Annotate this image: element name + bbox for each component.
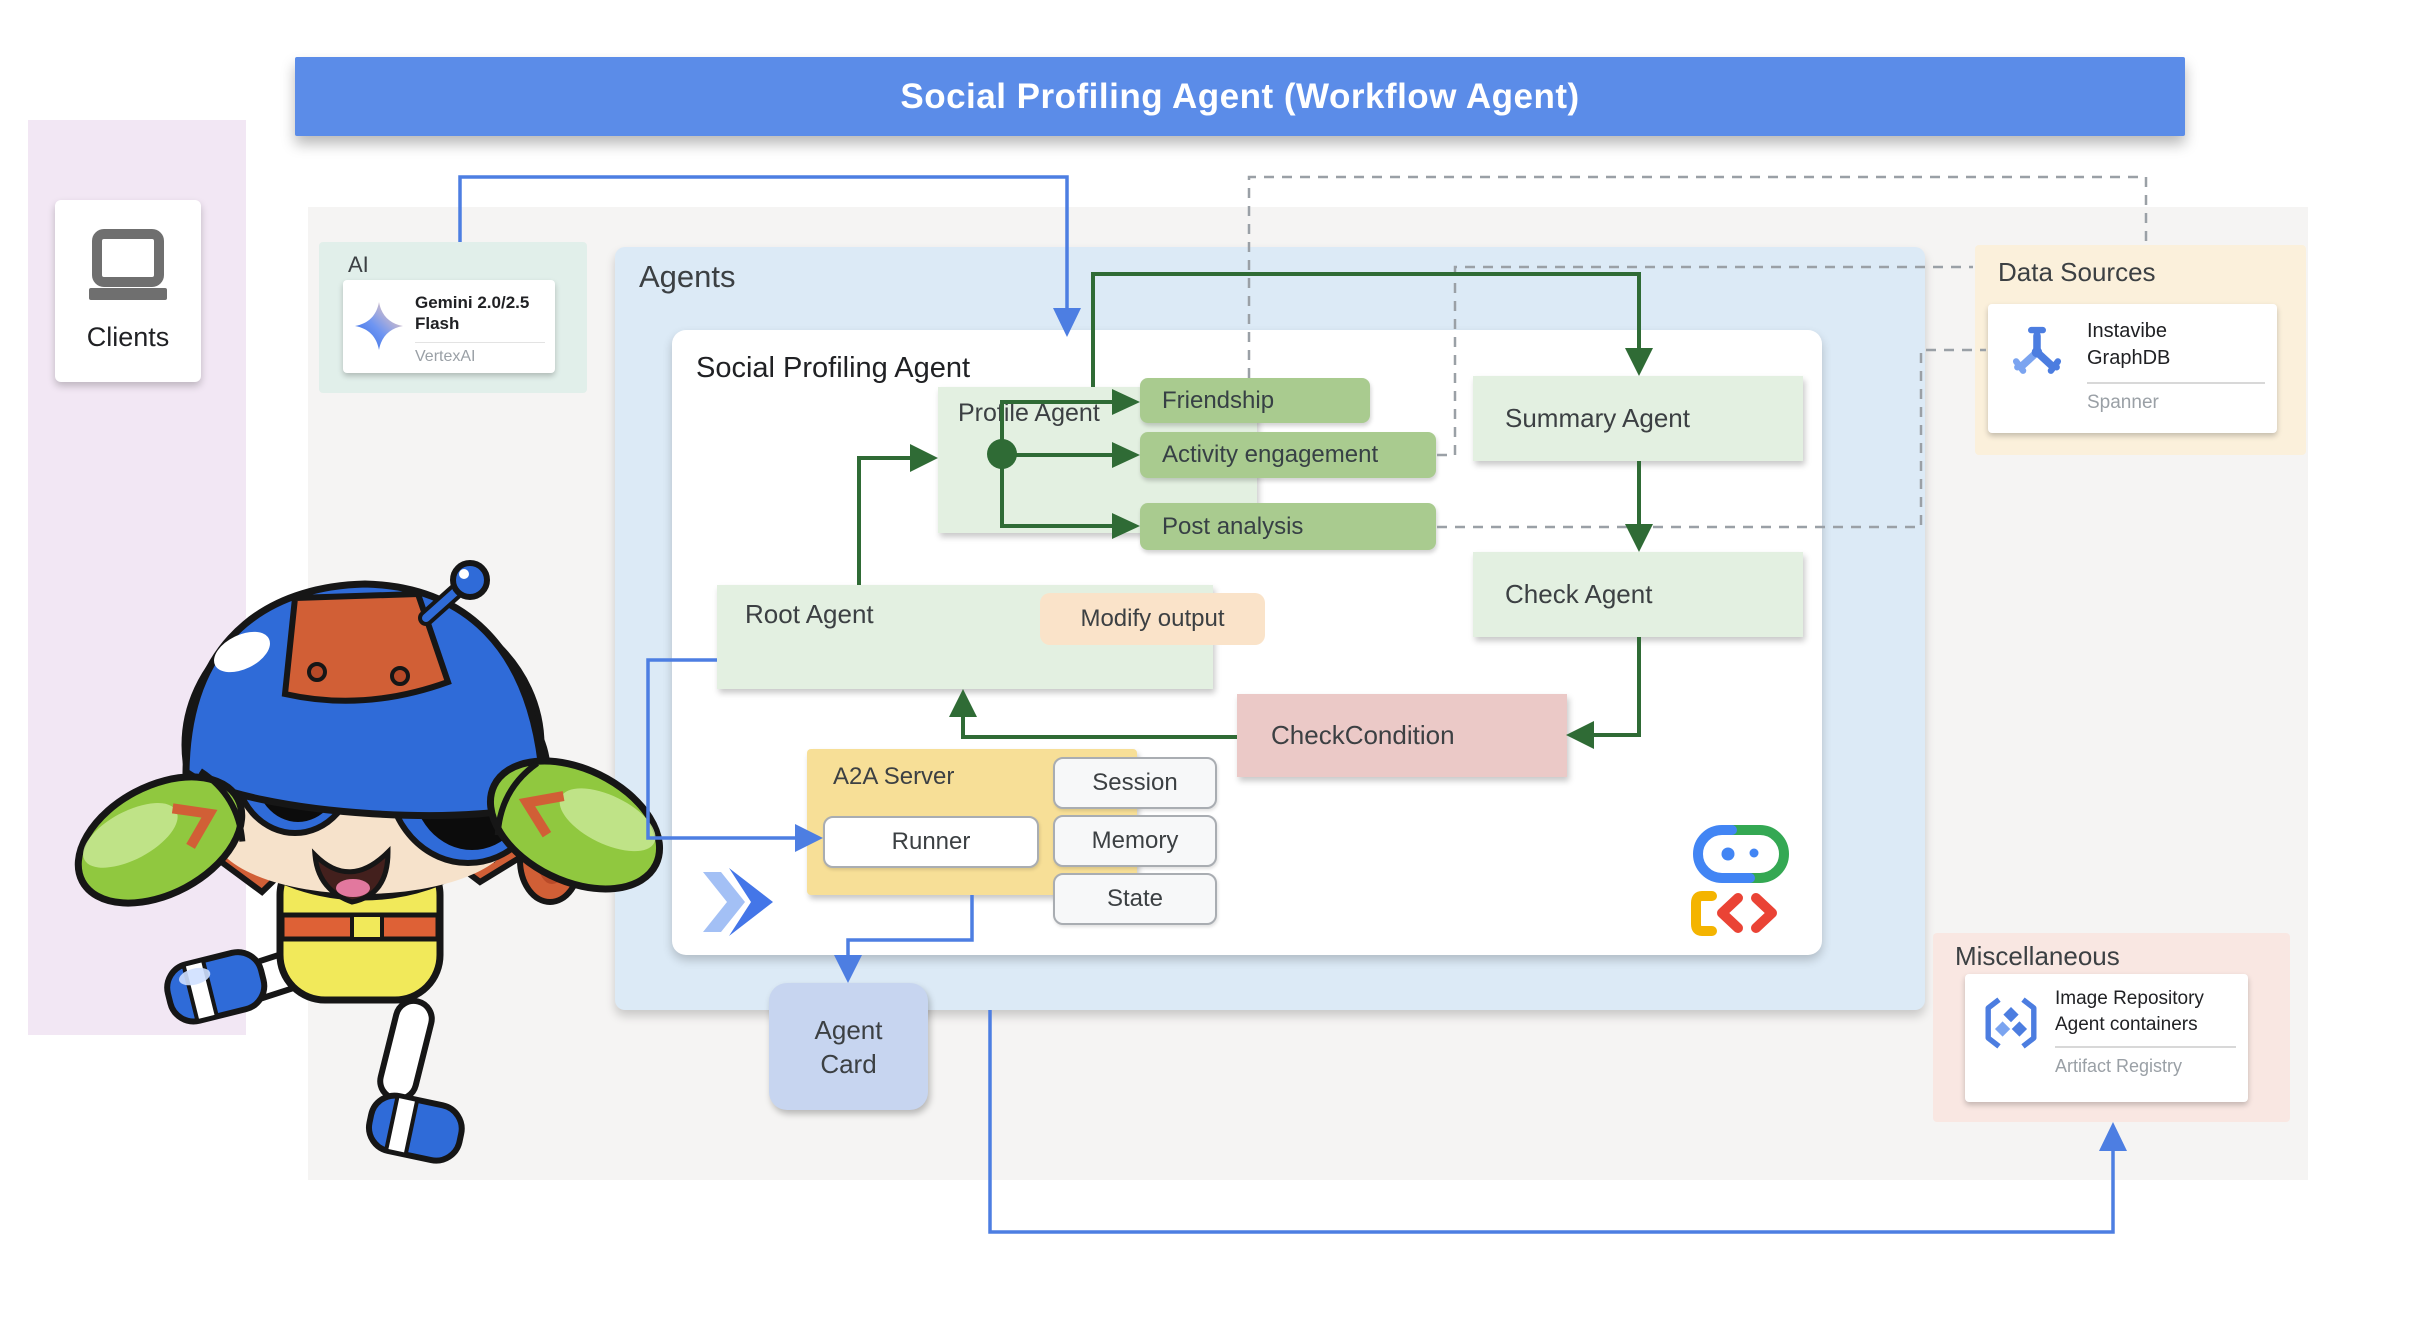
adk-robot-logo: [1688, 820, 1798, 943]
task-chip-activity-engagement: Activity engagement: [1140, 432, 1436, 478]
divider: [415, 342, 545, 343]
laptop-icon: [83, 228, 173, 319]
check-condition-label: CheckCondition: [1271, 720, 1455, 750]
check-condition-box: CheckCondition: [1237, 694, 1567, 777]
runner-box: Runner: [823, 816, 1039, 868]
summary-agent-label: Summary Agent: [1505, 403, 1690, 433]
gemini-sparkle-icon: [355, 302, 403, 355]
agents-label: Agents: [639, 259, 736, 294]
artifact-registry-platform: Artifact Registry: [2055, 1056, 2183, 1076]
robot-mascot: [70, 560, 670, 1185]
data-sources-label: Data Sources: [1998, 257, 2156, 287]
gemini-platform: VertexAI: [415, 348, 476, 365]
diagram-title-bar: Social Profiling Agent (Workflow Agent): [295, 57, 2185, 136]
divider: [2055, 1046, 2236, 1048]
clients-card: Clients: [55, 200, 201, 382]
spanner-icon: [2008, 322, 2066, 385]
memory-box: Memory: [1053, 815, 1217, 867]
state-box: State: [1053, 873, 1217, 925]
task-chip-friendship: Friendship: [1140, 378, 1370, 423]
a2a-server-label: A2A Server: [833, 763, 955, 790]
session-box: Session: [1053, 757, 1217, 809]
instavibe-platform: Spanner: [2087, 392, 2159, 413]
google-cloud-icon: [693, 860, 777, 949]
summary-agent-box: Summary Agent: [1473, 376, 1803, 461]
diagram-title: Social Profiling Agent (Workflow Agent): [900, 76, 1580, 116]
agent-card-box: Agent Card: [769, 983, 928, 1110]
miscellaneous-label: Miscellaneous: [1955, 941, 2120, 971]
task-chip-post-analysis: Post analysis: [1140, 503, 1436, 550]
ai-label: AI: [348, 252, 369, 277]
workflow-title: Social Profiling Agent: [696, 352, 971, 384]
profile-agent-label: Profile Agent: [958, 399, 1100, 427]
clients-label: Clients: [86, 322, 170, 352]
root-agent-label: Root Agent: [745, 599, 874, 629]
modify-output-chip: Modify output: [1040, 593, 1265, 645]
check-agent-label: Check Agent: [1505, 579, 1653, 609]
divider: [2087, 382, 2265, 384]
artifact-registry-icon: [1981, 996, 2041, 1055]
check-agent-box: Check Agent: [1473, 552, 1803, 637]
